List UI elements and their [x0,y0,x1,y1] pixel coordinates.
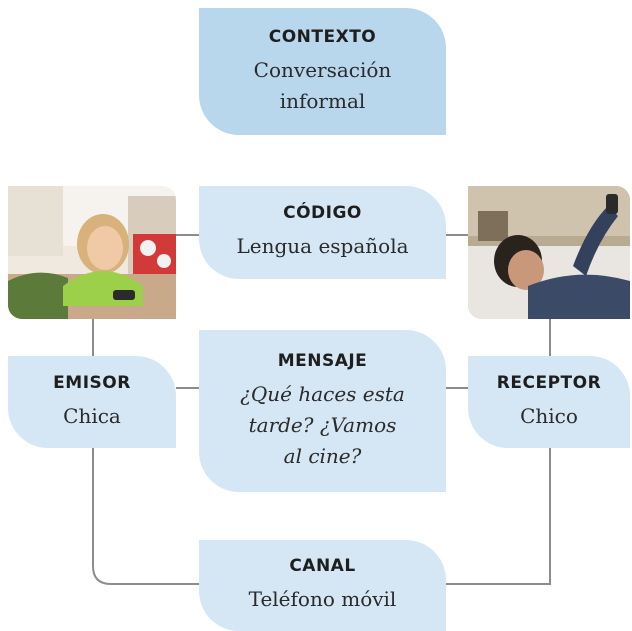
contexto-box: CONTEXTO Conversación informal [199,8,446,135]
contexto-title: CONTEXTO [268,26,377,47]
connector-receptor-canal [446,448,551,585]
mensaje-title: MENSAJE [277,350,368,371]
emisor-text: Chica [63,403,121,428]
codigo-box: CÓDIGO Lengua española [199,186,446,279]
receptor-title: RECEPTOR [496,372,602,393]
photo-girl-with-phone [8,186,176,319]
canal-box: CANAL Teléfono móvil [199,540,446,631]
codigo-text: Lengua española [236,234,409,258]
mensaje-line: al cine? [283,443,362,468]
mensaje-line: tarde? ¿Vamos [248,412,397,437]
photo-boy-with-phone [468,186,630,319]
contexto-line: Conversación [253,57,392,82]
canal-title: CANAL [289,556,356,576]
canal-text: Teléfono móvil [248,587,397,611]
receptor-box: RECEPTOR Chico [468,356,630,448]
emisor-box: EMISOR Chica [8,356,176,448]
emisor-title: EMISOR [53,372,131,393]
contexto-line: informal [279,88,366,113]
mensaje-box: MENSAJE ¿Qué haces esta tarde? ¿Vamos al… [199,330,446,492]
contexto-text: Conversación informal [254,55,392,117]
codigo-title: CÓDIGO [283,203,362,223]
connector-emisor-canal [92,448,200,585]
mensaje-text: ¿Qué haces esta tarde? ¿Vamos al cine? [240,379,405,472]
receptor-text: Chico [520,403,578,428]
mensaje-line: ¿Qué haces esta [240,381,405,406]
